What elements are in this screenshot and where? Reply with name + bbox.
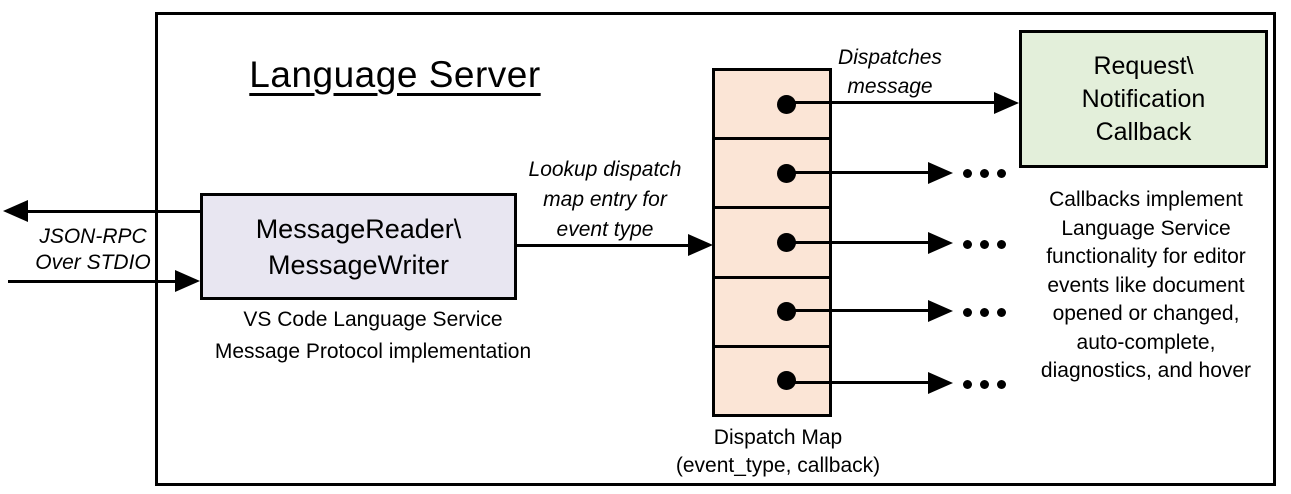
- map-entry-dot-icon: [777, 371, 796, 391]
- dispatch-map: [712, 68, 832, 417]
- dispatch-arrow-2-line: [786, 171, 929, 174]
- stdin-arrow-line: [8, 280, 176, 283]
- lookup-label-line3: event type: [556, 218, 654, 241]
- dispatch-map-cell: [715, 71, 829, 141]
- lookup-label-line1: Lookup dispatch: [528, 158, 682, 181]
- callback-box-line3: Callback: [1095, 117, 1192, 146]
- ellipsis-icon: [963, 169, 1006, 178]
- ellipsis-icon: [963, 240, 1006, 249]
- lookup-arrow-line: [517, 244, 690, 247]
- dispatch-arrow-4-line: [786, 309, 929, 312]
- lookup-arrowhead-icon: [688, 234, 713, 256]
- json-rpc-label-line1: JSON-RPC: [39, 225, 147, 248]
- dispatch-arrow-5-head-icon: [928, 372, 953, 394]
- stdin-arrowhead-icon: [175, 270, 200, 292]
- dispatch-arrow-1-head-icon: [994, 92, 1019, 114]
- dispatch-map-cell: [715, 279, 829, 348]
- callbacks-note-line: Language Service: [1061, 216, 1231, 240]
- callbacks-note-line: diagnostics, and hover: [1040, 359, 1252, 382]
- dispatch-arrow-3-line: [786, 241, 929, 244]
- dispatch-arrow-1-line: [786, 101, 996, 104]
- language-server-box: [155, 12, 1276, 486]
- dispatch-map-cell: [715, 348, 829, 414]
- dispatch-arrow-2-head-icon: [928, 162, 953, 184]
- diagram-title: Language Server: [249, 54, 541, 95]
- dispatch-arrow-5-line: [786, 381, 929, 384]
- dispatch-map-label-line1: Dispatch Map: [713, 426, 843, 449]
- reader-caption-line2: Message Protocol implementation: [214, 340, 532, 363]
- dispatches-label-line1: Dispatches: [838, 46, 942, 69]
- callbacks-note-line: Callbacks implement: [1049, 188, 1243, 211]
- json-rpc-label: JSON-RPC Over STDIO: [23, 224, 163, 276]
- request-notification-callback-box: Request\ Notification Callback: [1019, 30, 1268, 168]
- dispatch-map-label-line2: (event_type, callback): [675, 454, 881, 477]
- ellipsis-icon: [963, 380, 1006, 389]
- ellipsis-icon: [963, 308, 1006, 317]
- callback-box-line2: Notification: [1081, 84, 1206, 113]
- reader-box-line1: MessageReader\: [255, 213, 462, 244]
- lookup-label: Lookup dispatch map entry for event type: [505, 155, 705, 245]
- callbacks-note-line: opened or changed,: [1052, 302, 1240, 325]
- reader-box-caption: VS Code Language Service Message Protoco…: [212, 304, 534, 368]
- reader-box-line2: MessageWriter: [267, 249, 450, 280]
- message-reader-writer-box: MessageReader\ MessageWriter: [200, 193, 517, 300]
- callbacks-note: Callbacks implement Language Service fun…: [1028, 186, 1264, 386]
- map-entry-dot-icon: [777, 94, 796, 114]
- lookup-label-line2: map entry for: [543, 188, 667, 211]
- json-rpc-label-line2: Over STDIO: [35, 251, 151, 274]
- dispatch-map-cell: [715, 140, 829, 210]
- dispatches-label-line2: message: [847, 75, 933, 98]
- stdout-arrowhead-icon: [3, 200, 28, 222]
- dispatch-map-label: Dispatch Map (event_type, callback): [658, 424, 898, 480]
- stdout-arrow-line: [27, 210, 200, 213]
- callback-box-line1: Request\: [1093, 51, 1194, 80]
- dispatches-message-label: Dispatches message: [815, 43, 965, 101]
- dispatch-arrow-4-head-icon: [928, 300, 953, 322]
- dispatch-map-cell: [715, 209, 829, 279]
- reader-caption-line1: VS Code Language Service: [243, 308, 503, 331]
- dispatch-arrow-3-head-icon: [928, 232, 953, 254]
- callbacks-note-line: events like document: [1047, 273, 1245, 297]
- callbacks-note-line: auto-complete,: [1076, 330, 1216, 354]
- callbacks-note-line: functionality for editor: [1046, 245, 1246, 268]
